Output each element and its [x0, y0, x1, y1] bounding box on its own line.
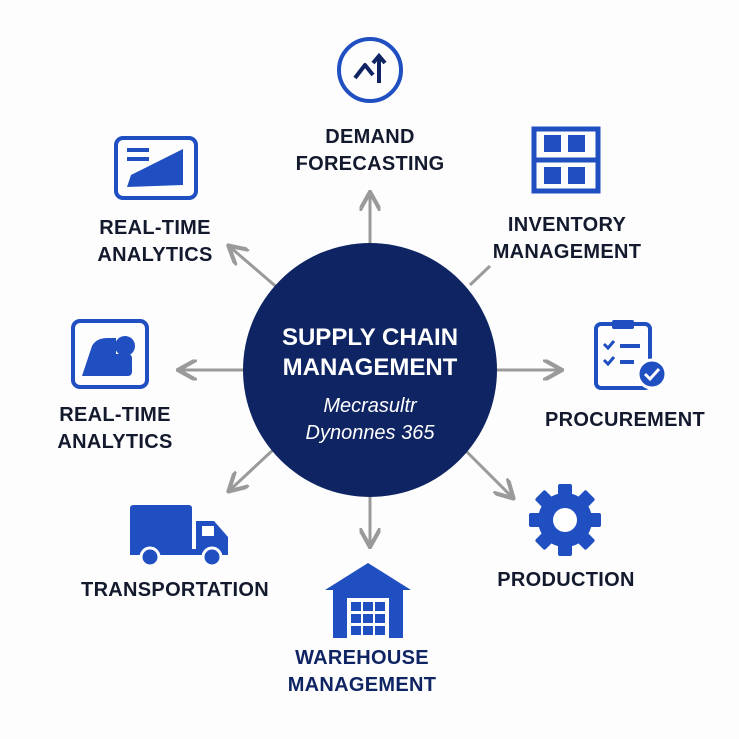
- arrow-analytics1: [230, 247, 281, 292]
- label-line: INVENTORY: [507, 214, 627, 236]
- hub-title-1: SUPPLY CHAIN: [281, 324, 459, 351]
- user-card-icon: [71, 319, 149, 389]
- label-line: WAREHOUSE: [295, 647, 429, 669]
- label-line: DEMAND: [325, 126, 415, 148]
- hub-subtitle-1: Mecrasultr: [323, 395, 417, 417]
- node-real-time-analytics-1: REAL-TIME ANALYTICS: [97, 215, 212, 269]
- label-line: MANAGEMENT: [287, 674, 437, 696]
- label-line: ANALYTICS: [57, 431, 173, 453]
- hub-subtitle-2: Dynonnes 365: [305, 422, 435, 444]
- node-warehouse-management: WAREHOUSE MANAGEMENT: [288, 645, 437, 699]
- arrow-inventory: [468, 264, 492, 287]
- label-line: MANAGEMENT: [492, 241, 642, 263]
- label-line: PRODUCTION: [497, 569, 635, 591]
- label-line: TRANSPORTATION: [81, 579, 269, 601]
- node-real-time-analytics-2: REAL-TIME ANALYTICS: [57, 402, 172, 456]
- node-procurement: PROCUREMENT: [545, 407, 705, 434]
- label-line: REAL-TIME: [99, 217, 211, 239]
- arrow-production: [463, 448, 512, 497]
- node-inventory-management: INVENTORY MANAGEMENT: [493, 212, 642, 266]
- node-transportation: TRANSPORTATION: [81, 577, 269, 604]
- arrow-transportation: [230, 446, 277, 490]
- warehouse-icon: [325, 563, 411, 638]
- label-line: REAL-TIME: [59, 404, 171, 426]
- node-demand-forecasting: DEMAND FORECASTING: [296, 124, 445, 178]
- label-line: FORECASTING: [295, 153, 445, 175]
- chart-screen-icon: [114, 136, 198, 200]
- label-line: ANALYTICS: [97, 244, 213, 266]
- shelves-icon: [531, 126, 601, 194]
- gear-icon: [529, 484, 601, 556]
- hub-title-2: MANAGEMENT: [282, 354, 458, 381]
- clipboard-check-icon: [594, 320, 668, 390]
- truck-icon: [130, 505, 228, 568]
- trend-up-icon: [337, 37, 403, 103]
- label-line: PROCUREMENT: [545, 409, 705, 431]
- node-production: PRODUCTION: [497, 567, 634, 594]
